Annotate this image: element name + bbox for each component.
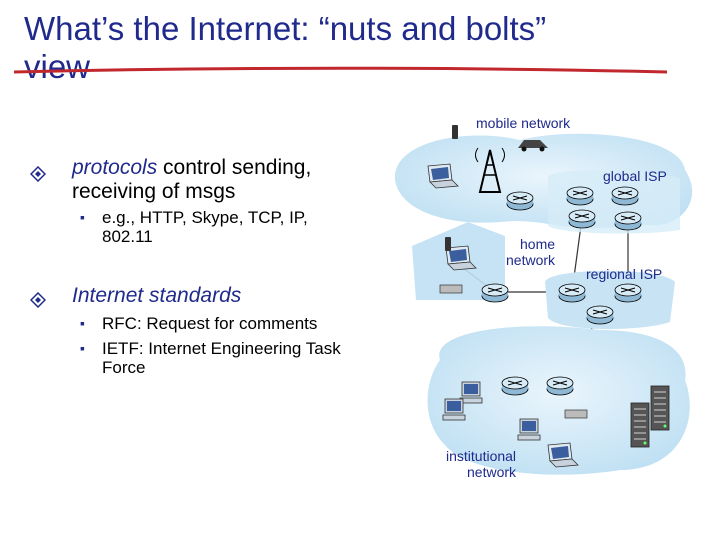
label-home-network: home network — [506, 236, 555, 268]
title-underline — [13, 66, 668, 74]
router-icon — [568, 209, 596, 229]
bullet-text: receiving of msgs — [72, 180, 236, 203]
car-icon — [518, 140, 548, 152]
slide-title: What’s the Internet: “nuts and bolts” vi… — [24, 10, 664, 86]
sub-bullet-examples: e.g., HTTP, Skype, TCP, IP, 802.11 — [80, 208, 308, 246]
label-mobile-network: mobile network — [476, 115, 571, 131]
wifi-access-point-icon — [439, 284, 588, 419]
title-line-1: What’s the Internet: “nuts and bolts” — [24, 10, 547, 47]
router-icon — [611, 186, 639, 206]
label-line: network — [506, 252, 556, 268]
server-icon — [650, 385, 670, 431]
router-icon — [481, 283, 509, 303]
desktop-icon — [517, 418, 541, 441]
sub-bullet-rfc: RFC: Request for comments — [80, 314, 318, 333]
label-line: home — [520, 236, 556, 252]
phone-icon — [445, 125, 458, 251]
router-icon — [566, 186, 594, 206]
router-icon — [501, 376, 529, 396]
label-line: network — [467, 464, 517, 480]
router-icon — [614, 283, 642, 303]
desktop-icon — [442, 398, 466, 421]
bullet-standards: Internet standards — [72, 284, 241, 308]
sub-bullet-line: e.g., HTTP, Skype, TCP, IP, — [102, 208, 308, 227]
server-icon — [630, 402, 650, 448]
sub-bullet-line: Force — [102, 358, 146, 377]
sub-bullet-line: RFC: Request for comments — [102, 314, 318, 333]
label-regional-isp: regional ISP — [586, 266, 663, 282]
router-icon — [546, 376, 574, 396]
bullet-protocols: protocols control sending, receiving of … — [72, 156, 311, 204]
sub-bullet-line: 802.11 — [102, 227, 153, 246]
router-icon — [558, 283, 586, 303]
term-protocols: protocols — [72, 156, 158, 179]
router-icon — [586, 305, 614, 325]
title-line-2: view — [24, 48, 91, 85]
bullet-diamond-icon — [30, 166, 46, 182]
router-icon — [506, 191, 534, 211]
label-institutional-network: institutional network — [446, 448, 516, 480]
label-line: institutional — [446, 448, 517, 464]
bullet-diamond-icon — [30, 292, 46, 308]
label-global-isp: global ISP — [603, 168, 667, 184]
router-icon — [614, 211, 642, 231]
institutional-network-cloud — [427, 326, 690, 475]
term-internet-standards: Internet standards — [72, 284, 242, 307]
bullet-text: control sending, — [157, 156, 312, 179]
sub-bullet-line: IETF: Internet Engineering Task — [102, 339, 341, 358]
sub-bullet-ietf: IETF: Internet Engineering Task Force — [80, 339, 341, 377]
cell-tower-icon — [475, 147, 505, 193]
